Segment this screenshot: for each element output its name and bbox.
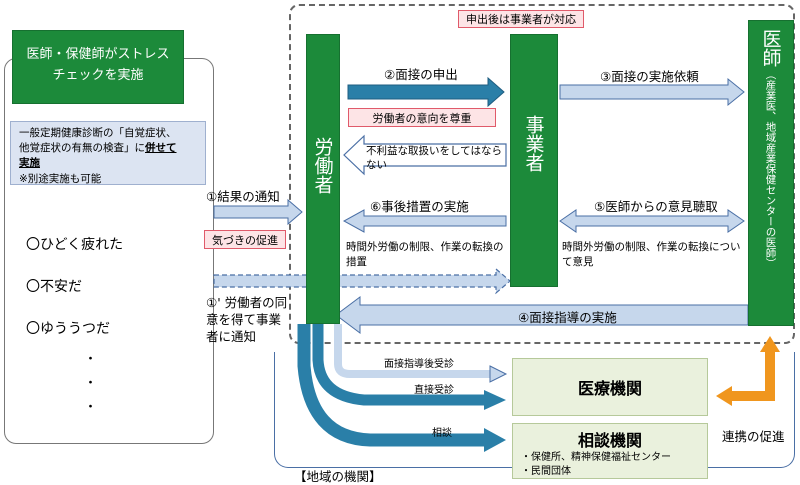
example-symptom-1: 〇ひどく疲れた [26,237,124,253]
stress-check-header: 医師・保健師がストレスチェックを実施 [12,30,184,104]
after-guidance-label: 面接指導後受診 [384,359,454,370]
employer-scope-region [289,4,795,344]
example-symptom-3: 〇ゆううつだ [26,321,110,337]
checkup-note-line2-a: 他覚症状の有無の検査」に [19,142,145,155]
example-symptom-2: 〇不安だ [26,279,82,295]
arrow-consent-notice [213,267,511,295]
no-disadvantage-label: 不利益な取扱いをしてはならない [366,145,502,171]
checkup-note-line3: 実施 [19,157,40,170]
post-measures-label: ⑥事後措置の実施 [370,199,469,214]
worker-node-label: 労働者 [311,137,334,194]
arrow-interview-commission [559,77,745,107]
arrow-interview-request [347,76,505,108]
respect-worker-badge-text: 労働者の意向を尊重 [372,111,472,125]
opinion-detail: 時間外労働の制限、作業の転換について意見 [562,241,741,269]
consult-institution-label: 相談機関 [577,431,642,450]
arrow-hear-opinion [559,209,745,233]
consult-item-2: ・民間団体 [521,465,571,477]
awareness-badge-text: 気づきの促進 [212,233,278,247]
arrow-cooperation [730,350,775,401]
interview-request-label: ②面接の申出 [384,67,458,82]
doctor-node: 医師 （産業医、地域産業保健センターの医師） [748,20,794,326]
employer-node: 事業者 [510,34,558,287]
checkup-note-line1: 一般定期健康診断の「自覚症状、 [19,127,177,139]
arrow-direct-visit [312,324,486,406]
arrow-guidance-interview [335,296,749,334]
medical-institution-label: 医療機関 [577,379,642,398]
employer-node-label: 事業者 [522,115,545,172]
consultation-label: 相談 [432,428,452,439]
direct-visit-label: 直接受診 [414,385,454,396]
arrow-after-guidance [334,324,492,378]
ellipsis-dot-3: ・ [84,400,98,415]
checkup-note: 一般定期健康診断の「自覚症状、 他覚症状の有無の検査」に併せて 実施 ※別途実施… [10,121,206,185]
checkup-note-emphasis: 併せて [145,142,177,155]
doctor-node-label: 医師 [759,29,782,67]
awareness-badge: 気づきの促進 [204,230,286,249]
stress-check-header-text: 医師・保健師がストレスチェックを実施 [26,47,170,83]
regional-institutions-label: 【地域の機関】 [294,469,382,484]
interview-commission-label: ③面接の実施依頼 [600,69,699,84]
ellipsis-dot-1: ・ [84,352,98,367]
ellipsis-dot-2: ・ [84,376,98,391]
after-request-badge-text: 申出後は事業者が対応 [466,13,576,26]
post-measures-detail: 時間外労働の制限、作業の転換の措置 [346,241,504,269]
notify-result-label: ①結果の通知 [206,189,280,204]
notify-consent-label: ①' 労働者の同意を得て事業者に通知 [206,295,288,344]
arrow-post-measures [342,209,507,233]
arrow-consultation [297,324,486,447]
respect-worker-badge: 労働者の意向を尊重 [348,108,496,127]
worker-node: 労働者 [306,34,340,324]
guidance-interview-label: ④面接指導の実施 [518,310,617,325]
checkup-note-line2: 他覚症状の有無の検査」に併せて [19,141,205,156]
hear-opinion-label: ⑤医師からの意見聴取 [594,199,718,214]
consult-institution-box: 相談機関 ・保健所、精神保健福祉センター ・民間団体 [512,423,708,479]
arrow-no-disadvantage [343,134,507,176]
checkup-note-line4: ※別途実施も可能 [19,172,102,185]
consult-item-1: ・保健所、精神保健福祉センター [521,452,671,463]
cooperation-label: 連携の促進 [722,429,785,444]
medical-institution-box: 医療機関 [512,358,708,416]
arrow-result-notice [213,198,303,226]
after-request-badge: 申出後は事業者が対応 [458,10,584,28]
doctor-node-sublabel: （産業医、地域産業保健センターの医師） [764,69,777,269]
